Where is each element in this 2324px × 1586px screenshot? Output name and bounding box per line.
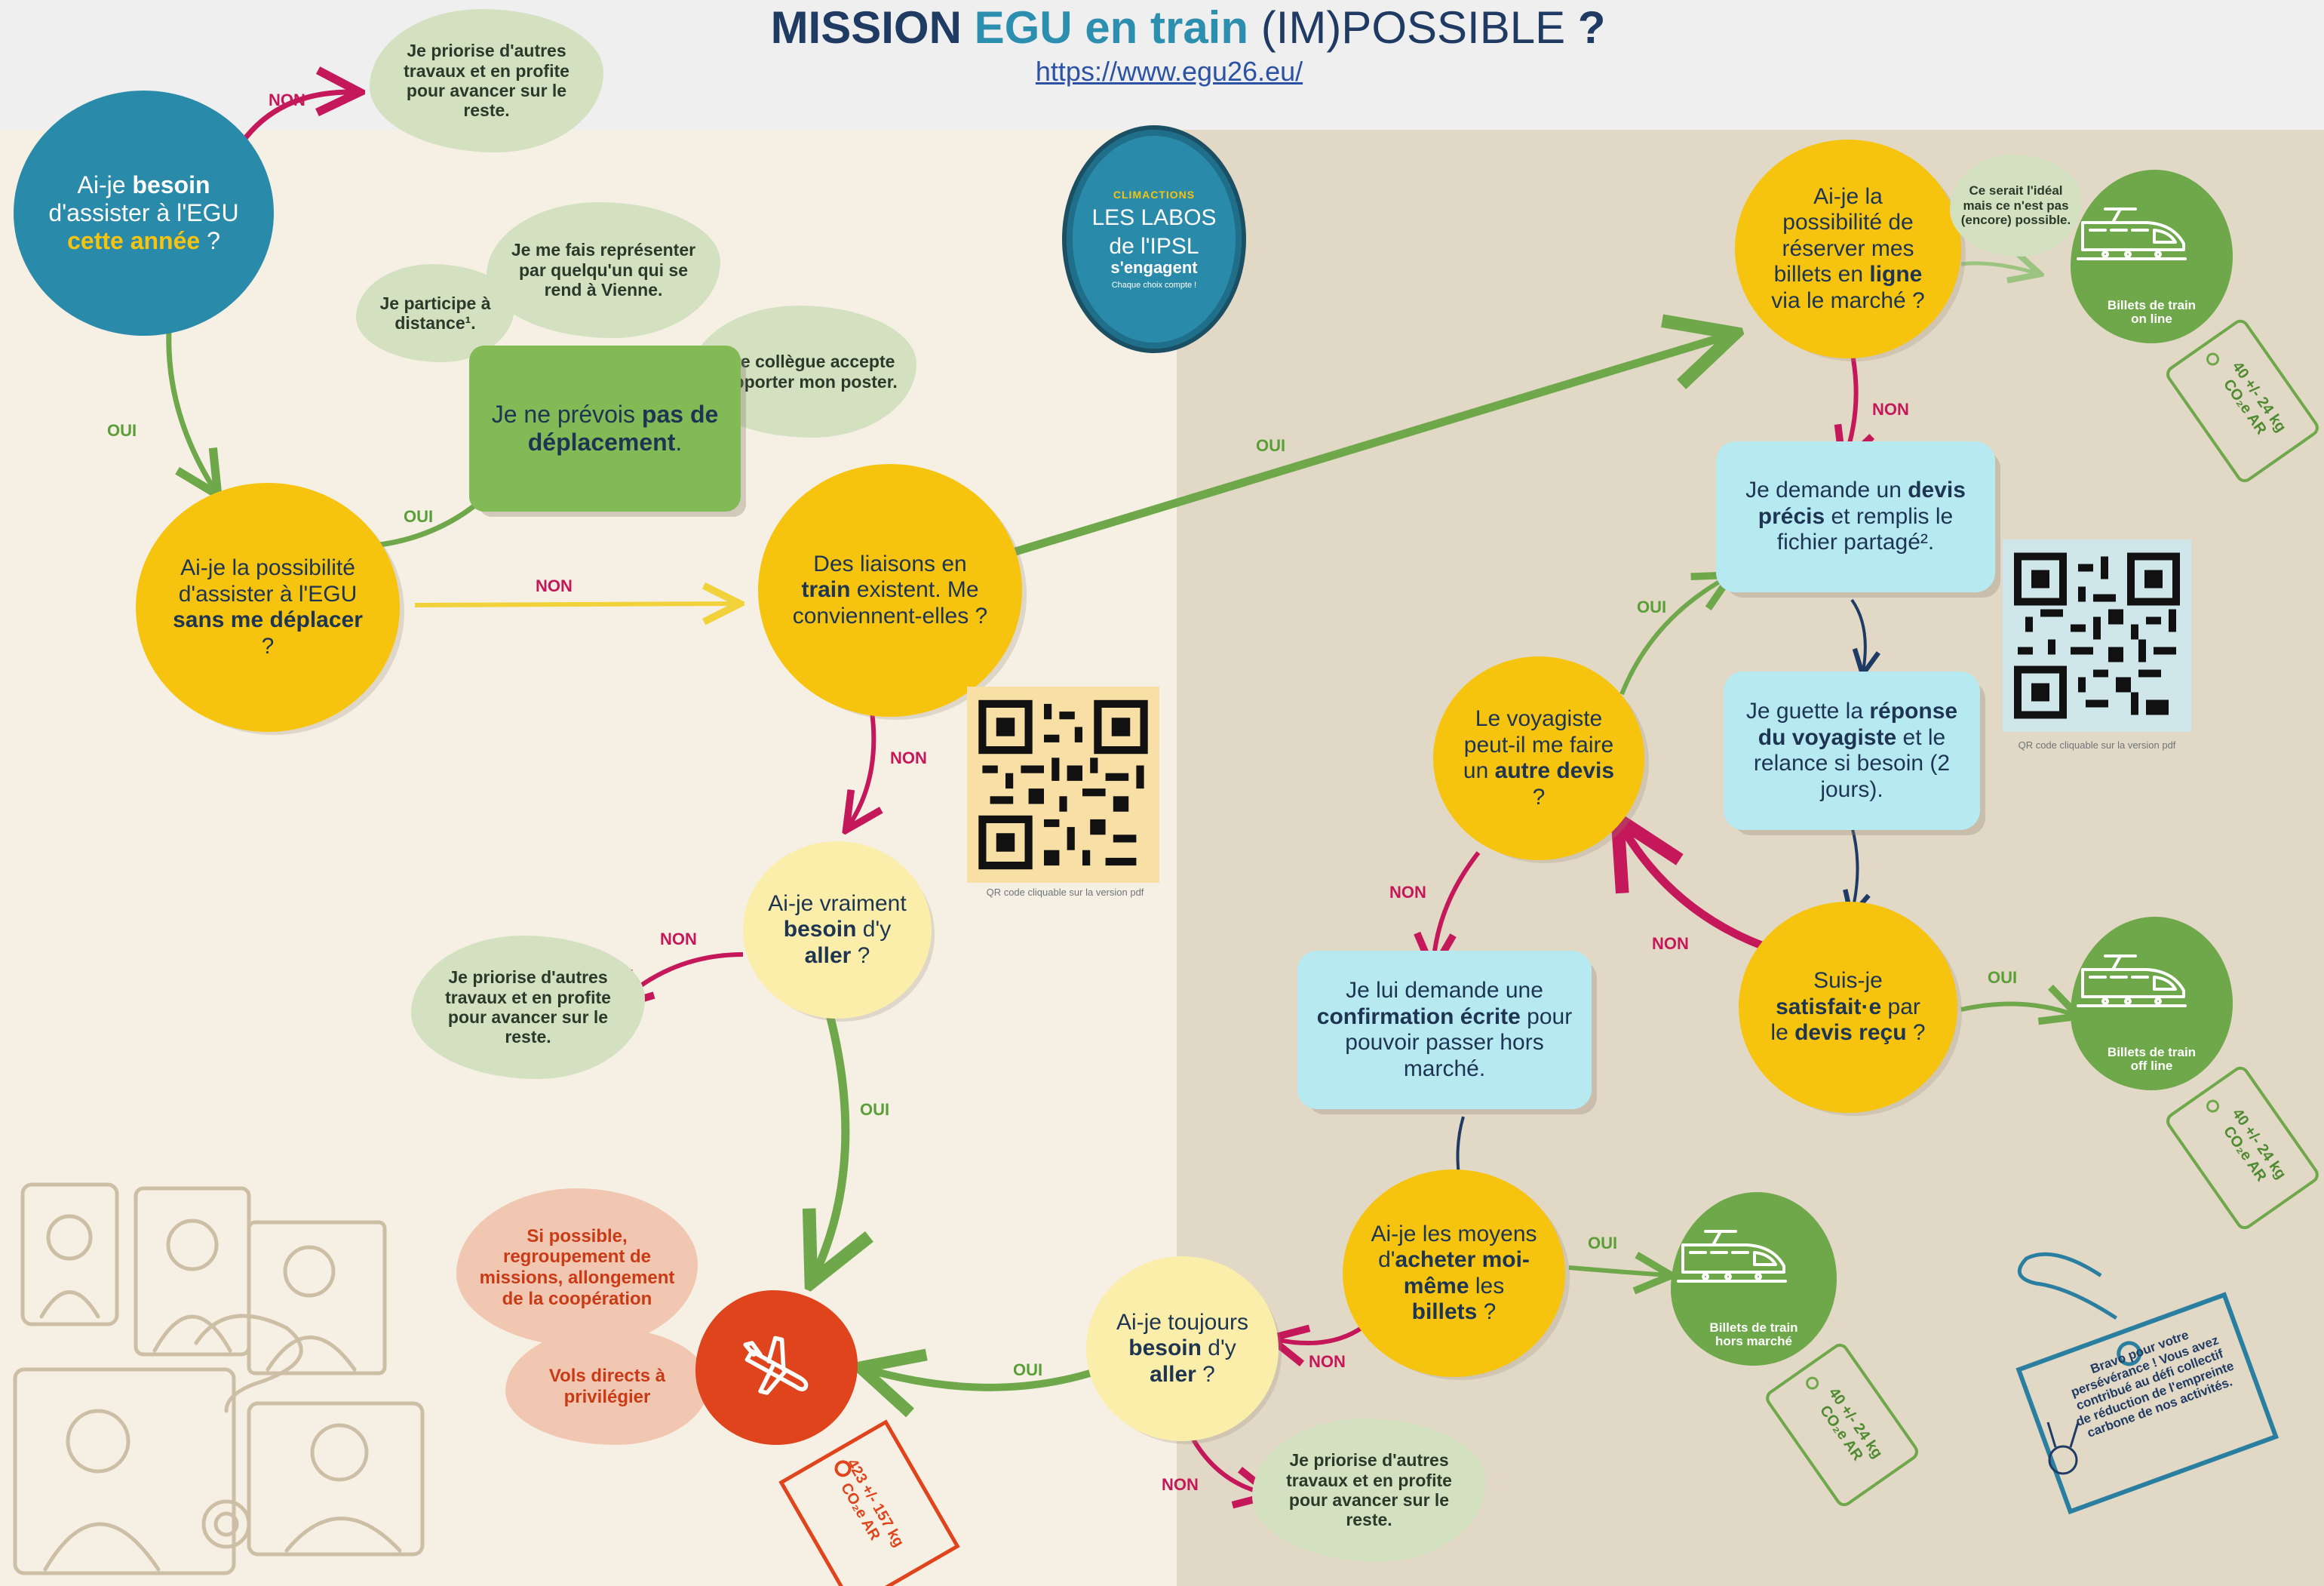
note-regroupement: Si possible, regroupement de missions, a… [456, 1188, 698, 1347]
train-hors-marche-node: Billets de train hors marché [1671, 1192, 1837, 1366]
question-toujours-besoin: Ai-je toujours besoin d'y aller ? [1086, 1256, 1279, 1441]
arrow-besoin-non [239, 92, 355, 146]
qr-right-caption: QR code cliquable sur la version pdf [2018, 739, 2176, 751]
tag-bravo-icon [2015, 1252, 2279, 1515]
label-non-satisfait: NON [1652, 934, 1689, 953]
train-icon [1677, 1230, 1787, 1283]
label-oui-sans: OUI [404, 507, 434, 526]
note-represente: Je me fais représenter par quelqu'un qui… [487, 202, 720, 338]
box-confirmation-ecrite: Je lui demande une confirmation écrite p… [1297, 951, 1592, 1109]
label-oui-toujours: OUI [1013, 1360, 1043, 1379]
train-icon [2077, 954, 2187, 1007]
qr-right-graphic [2014, 552, 2180, 719]
arrow-toujours-oui [867, 1369, 1091, 1388]
page-title: MISSION EGU en train (IM)POSSIBLE ? [717, 2, 1659, 54]
arrow-vraiment-oui [815, 1013, 846, 1275]
arrow-satisfait-oui [1960, 1004, 2074, 1015]
medal-icon [2046, 1422, 2080, 1475]
tag-hors-marche-icon [1766, 1343, 1918, 1507]
arrow-autre-oui [1619, 577, 1727, 696]
question-besoin-cette-annee: Ai-je besoin d'assister à l'EGU cette an… [14, 91, 274, 336]
label-non-toujours: NON [1162, 1475, 1199, 1494]
question-acheter-moi-meme: Ai-je les moyens d'acheter moi-même les … [1343, 1170, 1565, 1377]
qr-code-left-icon[interactable] [967, 687, 1159, 883]
label-non-vraiment: NON [660, 930, 697, 948]
note-distance: Je participe à distance¹. [356, 264, 514, 362]
box-demande-devis: Je demande un devis précis et remplis le… [1716, 441, 1995, 592]
tag-offline-icon [2166, 1066, 2319, 1230]
arrow-acheter-oui [1568, 1268, 1667, 1275]
train-online-node: Billets de train on line [2071, 170, 2233, 343]
arrow-devis-guette [1850, 598, 1865, 672]
question-sans-se-deplacer: Ai-je la possibilité d'assister à l'EGU … [136, 483, 400, 732]
badge-line2: LES LABOS [1091, 205, 1217, 230]
label-non-sans: NON [536, 576, 573, 595]
label-oui-acheter: OUI [1588, 1234, 1618, 1253]
qr-code-right-icon[interactable] [2003, 539, 2191, 732]
question-satisfait-devis: Suis-je satisfait·e par le devis reçu ? [1739, 902, 1957, 1113]
tag-online-icon [2166, 319, 2319, 483]
question-vraiment-besoin: Ai-je vraiment besoin d'y aller ? [743, 841, 932, 1019]
note-priorise-bottom: Je priorise d'autres travaux et en profi… [1252, 1418, 1486, 1562]
plane-node [695, 1290, 858, 1445]
train-offline-label: Billets de train off line [2107, 1044, 2197, 1074]
badge-line1: CLIMACTIONS [1113, 189, 1196, 201]
note-priorise-top: Je priorise d'autres travaux et en profi… [370, 9, 603, 152]
label-oui-besoin: OUI [107, 421, 137, 440]
title-mission: MISSION [770, 2, 962, 53]
arrow-satisfait-non [1622, 826, 1778, 955]
climactions-badge: CLIMACTIONS LES LABOS de l'IPSL s'engage… [1067, 130, 1242, 349]
title-impossible: (IM)POSSIBLE [1260, 2, 1566, 53]
label-oui-autre: OUI [1637, 598, 1667, 616]
label-oui-vraiment: OUI [860, 1100, 890, 1119]
badge-line3: de l'IPSL [1109, 234, 1199, 259]
question-autre-devis: Le voyagiste peut-il me faire un autre d… [1433, 656, 1644, 860]
title-question-mark: ? [1577, 2, 1606, 53]
train-online-label: Billets de train on line [2107, 297, 2197, 327]
label-non-autre: NON [1389, 883, 1426, 902]
qr-left-graphic [978, 699, 1148, 870]
egu-link[interactable]: https://www.egu26.eu/ [1035, 56, 1303, 87]
qr-left-caption: QR code cliquable sur la version pdf [986, 887, 1144, 898]
label-non-ligne: NON [1872, 400, 1909, 419]
question-liaisons-train: Des liaisons en train existent. Me convi… [758, 464, 1022, 717]
box-guette-reponse: Je guette la réponse du voyagiste et le … [1724, 672, 1980, 830]
badge-line4: s'engagent [1110, 258, 1198, 277]
label-oui-satisfait: OUI [1988, 968, 2018, 987]
train-hors-marche-label: Billets de train hors marché [1709, 1320, 1798, 1349]
train-offline-node: Billets de train off line [2071, 917, 2233, 1090]
note-vols-directs: Vols directs à privilégier [505, 1328, 709, 1445]
label-non-acheter: NON [1309, 1352, 1346, 1371]
question-reserver-en-ligne: Ai-je la possibilité de réserver mes bil… [1735, 140, 1961, 358]
plane-icon [742, 1335, 808, 1395]
arrow-sans-non [414, 604, 735, 605]
arrow-liaisons-oui [979, 336, 1727, 567]
train-icon [2077, 207, 2187, 260]
note-ideal: Ce serait l'idéal mais ce n'est pas (enc… [1950, 155, 2082, 257]
title-en-train: en train [1085, 2, 1249, 53]
label-non-liaisons: NON [890, 748, 927, 767]
note-priorise-middle: Je priorise d'autres travaux et en profi… [411, 936, 645, 1079]
arrow-ligne-ideal [1960, 263, 2037, 273]
arrow-acheter-non [1275, 1328, 1363, 1343]
badge-line5: Chaque choix compte ! [1111, 281, 1197, 290]
title-egu: EGU [974, 2, 1073, 53]
label-non-besoin: NON [269, 91, 305, 109]
box-pas-de-deplacement: Je ne prévois pas de déplacement. [469, 346, 741, 512]
label-oui-liaisons: OUI [1256, 436, 1286, 455]
arrow-besoin-oui [166, 316, 215, 490]
